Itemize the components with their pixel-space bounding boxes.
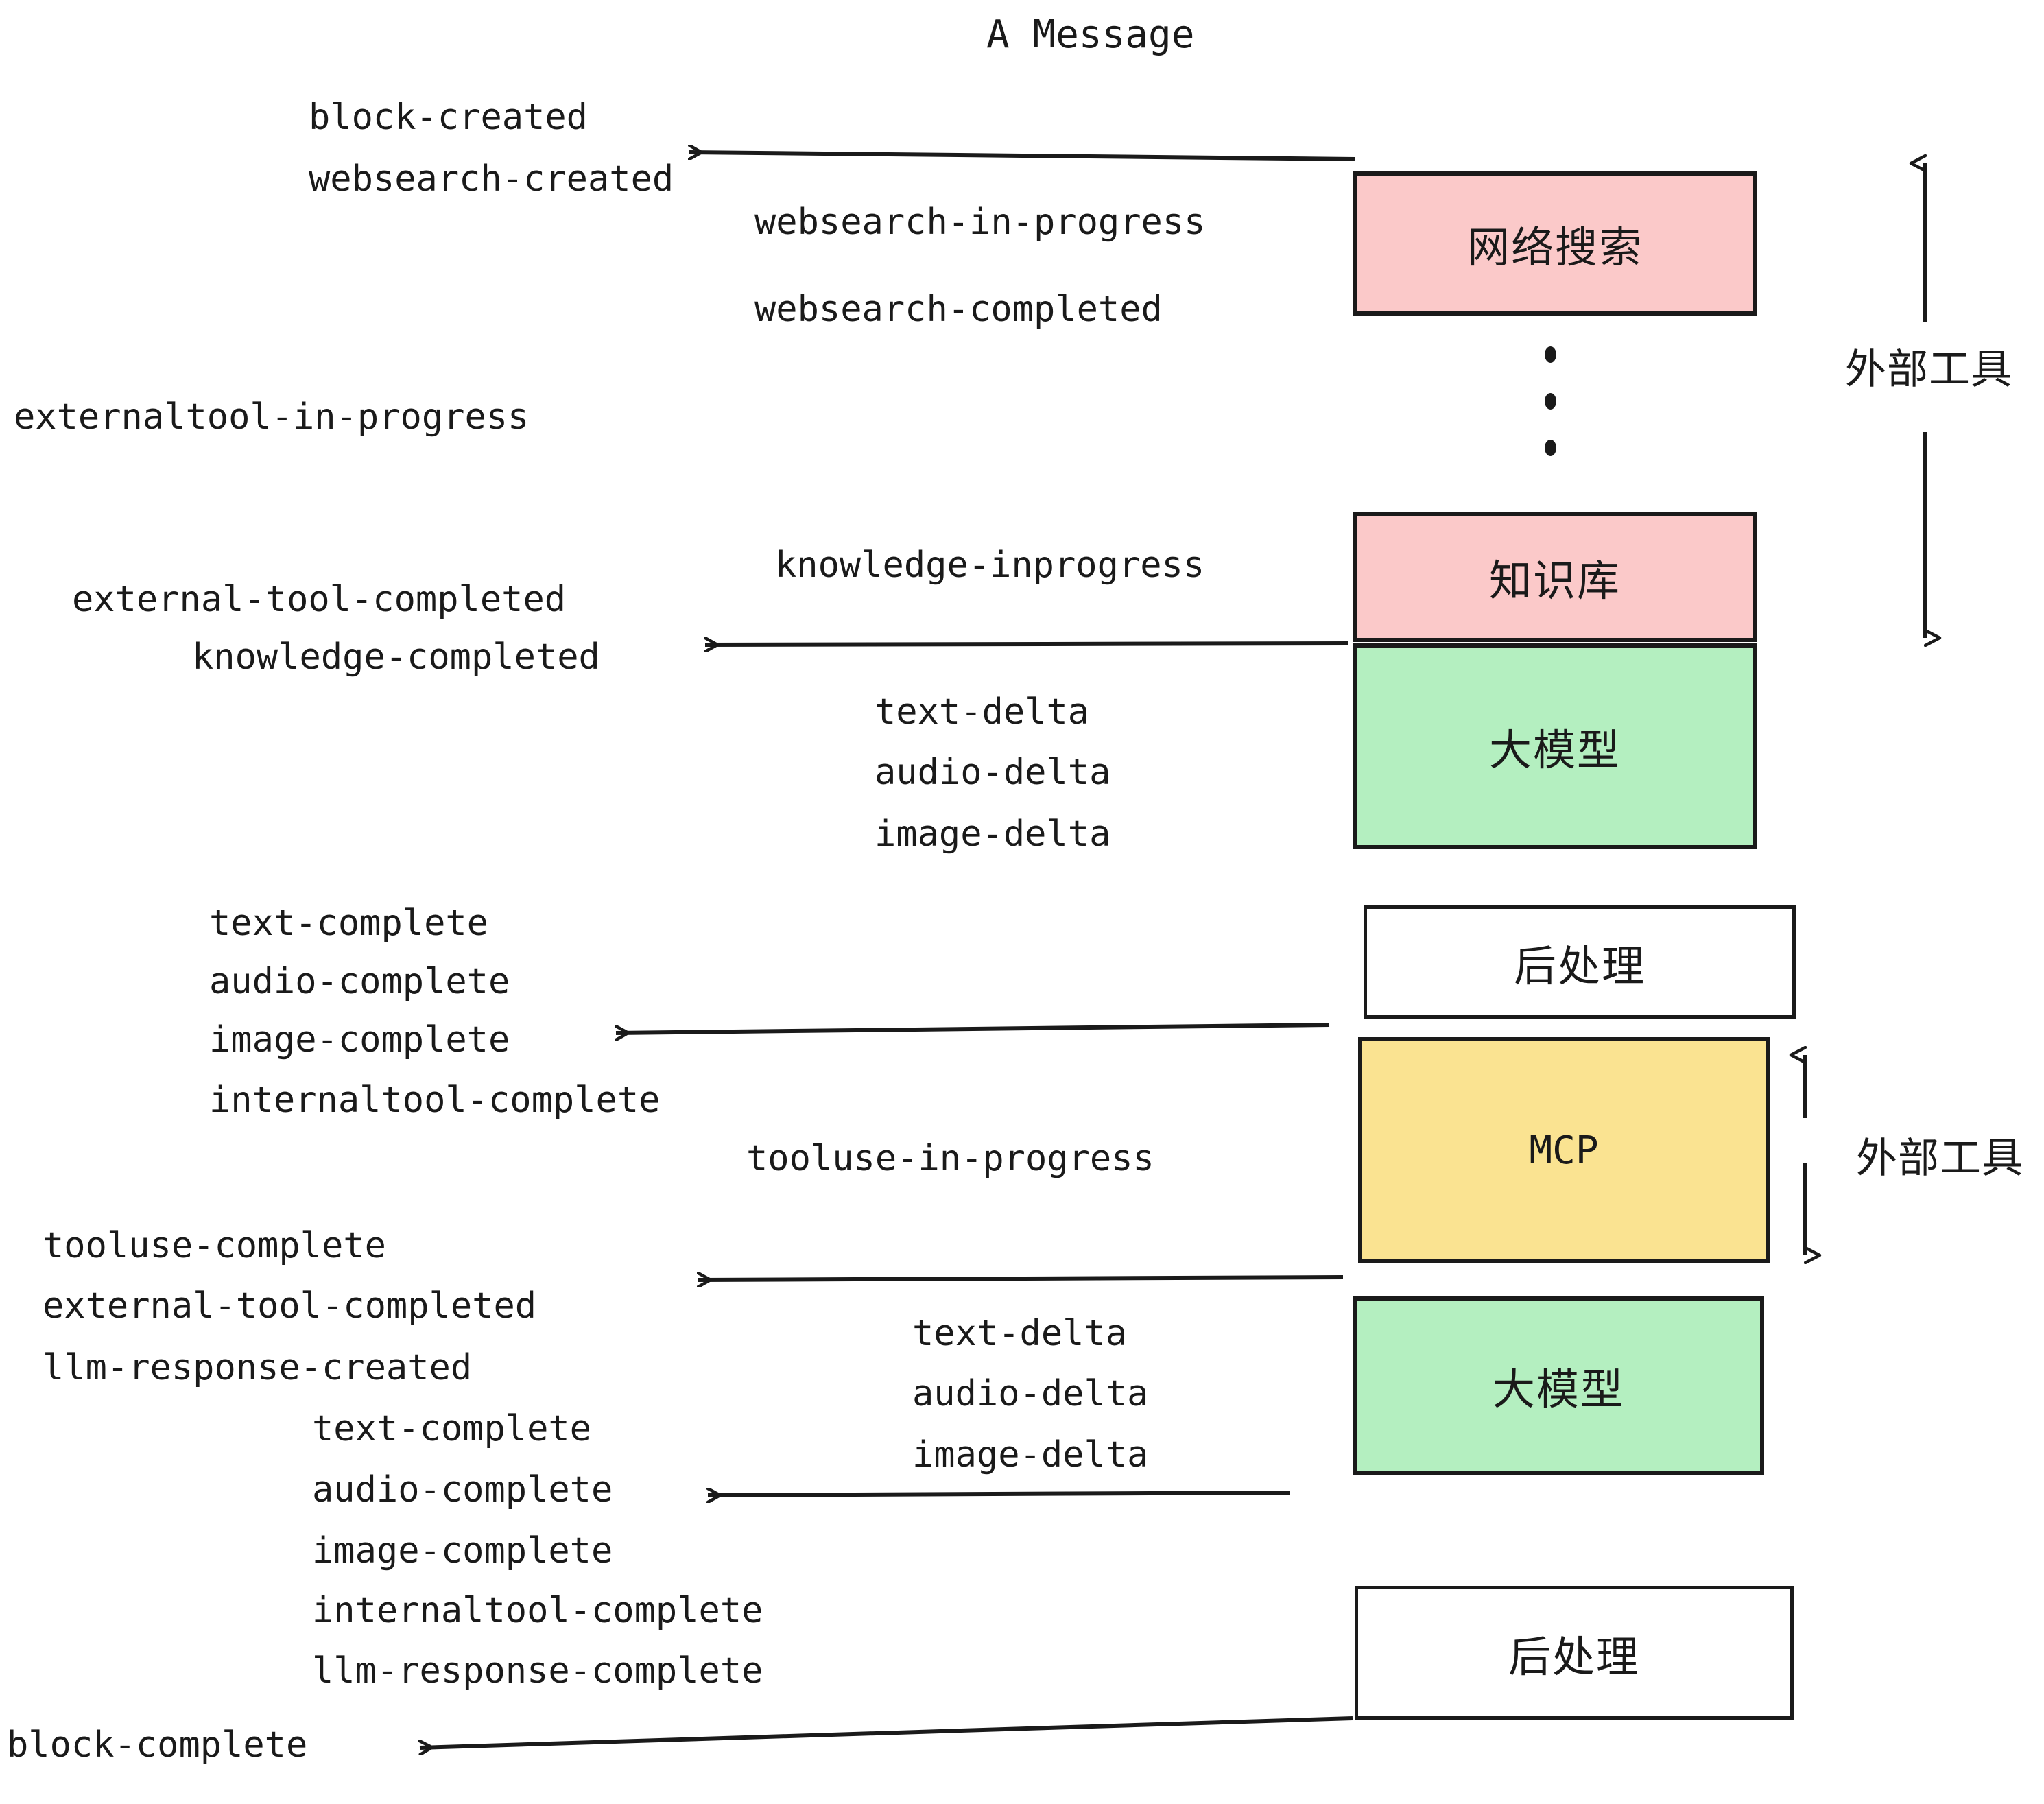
event-external-tool-completed-1: external-tool-completed (72, 579, 567, 620)
box-knowledge: 知识库 (1353, 512, 1757, 642)
box-websearch-label: 网络搜索 (1466, 222, 1643, 272)
event-audio-delta-1: audio-delta (875, 752, 1111, 793)
event-text-delta-2: text-delta (912, 1313, 1128, 1354)
box-llm-top-label: 大模型 (1488, 725, 1621, 775)
box-knowledge-label: 知识库 (1488, 556, 1621, 606)
arrow-block-complete (420, 1716, 1353, 1748)
event-image-complete-2: image-complete (312, 1530, 613, 1571)
ellipsis-dot (1544, 393, 1556, 410)
ellipsis-dot (1544, 346, 1556, 363)
box-llm-bottom-label: 大模型 (1492, 1364, 1624, 1414)
box-postprocess-bottom-label: 后处理 (1508, 1631, 1640, 1682)
event-block-created: block-created (309, 97, 588, 138)
event-text-delta-1: text-delta (875, 691, 1090, 733)
arrow-block-created (689, 152, 1355, 161)
event-websearch-in-progress: websearch-in-progress (754, 202, 1206, 243)
external-tool-label-bottom: 外部工具 (1856, 1135, 2023, 1183)
ellipsis-dot (1544, 440, 1556, 456)
event-text-complete-2: text-complete (312, 1408, 591, 1449)
box-llm-top: 大模型 (1353, 643, 1757, 849)
box-postprocess-bottom: 后处理 (1355, 1586, 1794, 1720)
box-postprocess-top: 后处理 (1364, 905, 1796, 1019)
arrow-image-complete (616, 1023, 1330, 1033)
external-tool-label-top: 外部工具 (1845, 346, 2012, 394)
box-mcp-label: MCP (1529, 1128, 1599, 1173)
event-block-complete: block-complete (7, 1724, 308, 1766)
event-image-delta-1: image-delta (875, 814, 1111, 855)
event-text-complete-1: text-complete (209, 903, 488, 944)
event-knowledge-completed: knowledge-completed (192, 637, 600, 678)
event-image-complete-1: image-complete (209, 1019, 510, 1060)
page-title: A Message (986, 12, 1195, 57)
event-audio-delta-2: audio-delta (912, 1373, 1149, 1414)
vertical-ellipsis (1543, 346, 1557, 456)
event-externaltool-in-progress: externaltool-in-progress (14, 396, 530, 438)
event-llm-response-complete: llm-response-complete (312, 1650, 763, 1692)
event-websearch-created: websearch-created (309, 158, 674, 200)
event-audio-complete-1: audio-complete (209, 961, 510, 1002)
arrow-tooluse-complete (698, 1277, 1344, 1280)
arrow-audio-complete (708, 1493, 1290, 1495)
event-external-tool-completed-2: external-tool-completed (43, 1285, 537, 1327)
box-postprocess-top-label: 后处理 (1513, 940, 1645, 991)
box-llm-bottom: 大模型 (1353, 1296, 1764, 1475)
event-llm-response-created: llm-response-created (43, 1347, 473, 1388)
event-audio-complete-2: audio-complete (312, 1469, 613, 1510)
event-knowledge-inprogress: knowledge-inprogress (775, 545, 1205, 586)
event-tooluse-in-progress: tooluse-in-progress (746, 1138, 1154, 1179)
box-mcp: MCP (1358, 1037, 1770, 1263)
event-websearch-completed: websearch-completed (754, 289, 1163, 330)
event-internaltool-complete-2: internaltool-complete (312, 1590, 763, 1631)
event-image-delta-2: image-delta (912, 1434, 1149, 1475)
arrow-knowledge-completed (705, 643, 1348, 645)
event-internaltool-complete-1: internaltool-complete (209, 1080, 661, 1121)
box-websearch: 网络搜索 (1353, 171, 1757, 316)
event-tooluse-complete: tooluse-complete (43, 1225, 386, 1266)
